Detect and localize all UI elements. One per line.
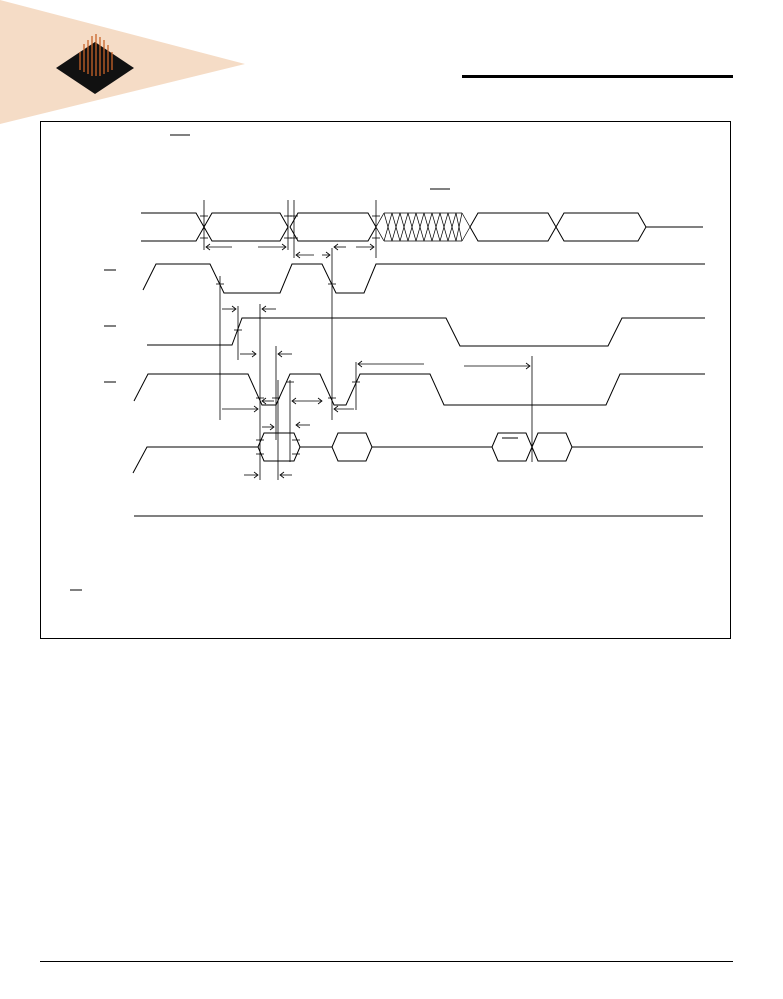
brand-logo — [0, 0, 245, 124]
address-invalid-hatch — [375, 212, 471, 242]
write-enable-waveform — [147, 317, 705, 347]
diagram-frame — [40, 121, 731, 639]
reference-lines — [203, 200, 533, 480]
header-rule — [462, 75, 733, 78]
transition-tick-marks — [200, 215, 380, 455]
timing-arrows — [205, 243, 531, 479]
diamond-logo-icon — [56, 42, 134, 94]
footer-rule — [40, 961, 733, 962]
chip-select-waveform — [142, 263, 705, 294]
address-bus-waveform — [141, 212, 703, 242]
data-bus-waveform — [132, 432, 703, 474]
output-enable-waveform — [133, 373, 705, 406]
overbar-marks — [70, 134, 518, 591]
logo-stripes — [79, 34, 113, 76]
